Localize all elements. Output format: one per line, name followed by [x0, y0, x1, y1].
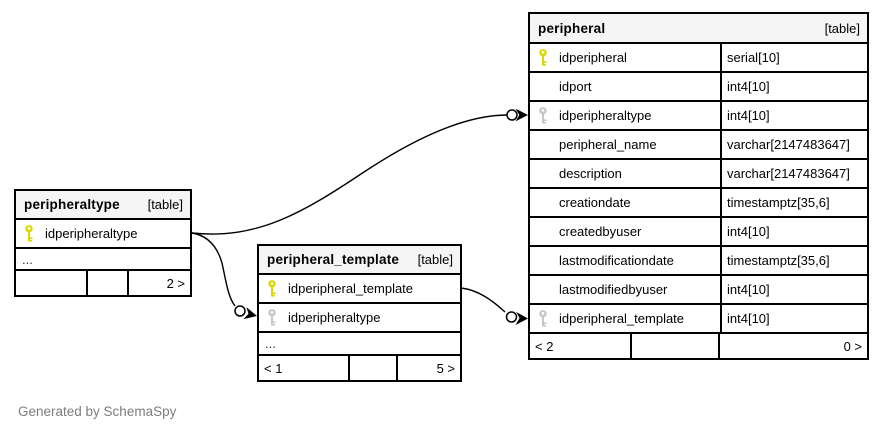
column-name: creationdate: [559, 195, 631, 210]
column-row: idperipheraltype: [259, 302, 460, 331]
column-name-cell: lastmodificationdate: [530, 247, 722, 274]
column-name-cell: creationdate: [530, 189, 722, 216]
footer-left: [16, 271, 86, 295]
column-name: peripheral_name: [559, 137, 657, 152]
column-name-cell: idperipheraltype: [16, 220, 190, 247]
column-row: idperipheraltype: [16, 218, 190, 247]
column-name: lastmodificationdate: [559, 253, 674, 268]
column-row: idperipheraltype int4[10]: [530, 100, 867, 129]
primary-key-icon: [538, 49, 559, 66]
column-name-cell: idperipheraltype: [530, 102, 722, 129]
column-type: int4[10]: [727, 282, 770, 297]
arrowhead-icon: [243, 307, 257, 320]
footer-degree-left: < 2: [535, 338, 554, 354]
column-name: idperipheraltype: [45, 226, 138, 241]
column-name-cell: idperipheral_template: [530, 305, 722, 332]
column-row: idperipheral_template: [259, 273, 460, 302]
table-title: peripheral_template: [267, 252, 400, 267]
column-type: int4[10]: [727, 311, 770, 326]
column-name: idperipheral_template: [288, 281, 414, 296]
table-peripheral[interactable]: peripheral [table] idperipheral serial[1…: [528, 12, 869, 360]
foreign-key-icon: [267, 309, 288, 326]
column-row: idperipheral serial[10]: [530, 42, 867, 71]
column-name-cell: peripheral_name: [530, 131, 722, 158]
zero-one-circle: [505, 311, 518, 323]
table-footer: 2 >: [16, 269, 190, 295]
column-row: lastmodificationdate timestamptz[35,6]: [530, 245, 867, 274]
column-name: idperipheraltype: [559, 108, 652, 123]
column-name: createdbyuser: [559, 224, 642, 239]
column-type: timestamptz[35,6]: [727, 253, 830, 268]
table-peripheraltype[interactable]: peripheraltype [table] idperipheraltype …: [14, 189, 192, 297]
column-name: lastmodifiedbyuser: [559, 282, 668, 297]
table-footer: < 2 0 >: [530, 332, 867, 358]
column-row: idperipheral_template int4[10]: [530, 303, 867, 332]
arrowhead-icon: [515, 108, 528, 122]
ellipsis: ...: [22, 251, 33, 267]
column-type: int4[10]: [727, 79, 770, 94]
relationship-peripheral-template-peripheral: [460, 287, 528, 325]
column-name: description: [559, 166, 622, 181]
column-row: idport int4[10]: [530, 71, 867, 100]
column-name: idperipheral: [559, 50, 627, 65]
relationship-peripheraltype-peripheral: [191, 108, 528, 235]
footer-degree: 5 >: [396, 356, 460, 380]
primary-key-icon: [267, 280, 288, 297]
column-type: varchar[2147483647]: [727, 166, 850, 181]
foreign-key-icon: [538, 310, 559, 327]
column-type: int4[10]: [727, 108, 770, 123]
table-footer: < 1 5 >: [259, 354, 460, 380]
table-header: peripheral [table]: [530, 14, 867, 42]
relationship-peripheraltype-peripheral-template: [191, 232, 257, 320]
column-name-cell: createdbyuser: [530, 218, 722, 245]
column-name-cell: description: [530, 160, 722, 187]
generated-by-note: Generated by SchemaSpy: [18, 404, 177, 419]
column-type: varchar[2147483647]: [727, 137, 850, 152]
table-peripheral-template[interactable]: peripheral_template [table] idperipheral…: [257, 244, 462, 382]
column-name: idport: [559, 79, 592, 94]
ellipsis-row: ...: [259, 331, 460, 354]
column-name: idperipheraltype: [288, 310, 381, 325]
column-name-cell: idport: [530, 73, 722, 100]
column-type: serial[10]: [727, 50, 780, 65]
zero-one-circle: [506, 109, 518, 121]
column-type: timestamptz[35,6]: [727, 195, 830, 210]
table-title: peripheraltype: [24, 197, 120, 212]
table-tag: [table]: [147, 197, 183, 212]
footer-middle: [348, 356, 396, 380]
column-name-cell: idperipheral_template: [259, 275, 460, 302]
footer-middle: [86, 271, 127, 295]
table-tag: [table]: [824, 20, 860, 36]
column-row: createdbyuser int4[10]: [530, 216, 867, 245]
column-row: peripheral_name varchar[2147483647]: [530, 129, 867, 158]
column-name: idperipheral_template: [559, 311, 685, 326]
ellipsis: ...: [265, 336, 276, 351]
table-header: peripheral_template [table]: [259, 246, 460, 273]
footer-degree-left: < 1: [264, 360, 283, 376]
footer-degree: 0 >: [718, 334, 867, 358]
table-header: peripheraltype [table]: [16, 191, 190, 218]
footer-middle: [630, 334, 718, 358]
ellipsis-row: ...: [16, 247, 190, 269]
column-row: lastmodifiedbyuser int4[10]: [530, 274, 867, 303]
column-name-cell: idperipheral: [530, 44, 722, 71]
column-row: creationdate timestamptz[35,6]: [530, 187, 867, 216]
zero-one-circle: [234, 305, 246, 317]
table-title: peripheral: [538, 20, 606, 36]
foreign-key-icon: [538, 107, 559, 124]
footer-degree: 2 >: [127, 271, 190, 295]
primary-key-icon: [24, 225, 45, 242]
column-row: description varchar[2147483647]: [530, 158, 867, 187]
column-name-cell: lastmodifiedbyuser: [530, 276, 722, 303]
column-name-cell: idperipheraltype: [259, 304, 460, 331]
column-type: int4[10]: [727, 224, 770, 239]
table-tag: [table]: [417, 252, 453, 267]
arrowhead-icon: [515, 312, 528, 325]
